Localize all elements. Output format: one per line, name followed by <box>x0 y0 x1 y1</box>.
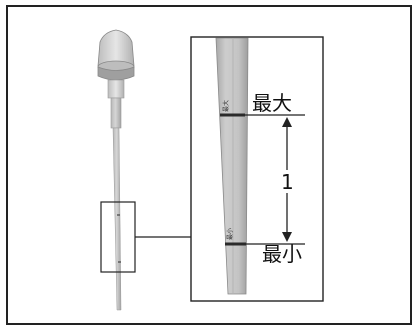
stick-min-mark-text: 最小 <box>226 228 234 240</box>
measurement-callout-number: 1 <box>281 170 294 194</box>
dipstick-handle <box>97 29 135 129</box>
enlarged-dipstick <box>215 37 249 295</box>
max-level-label: 最大 <box>252 91 292 115</box>
min-level-label: 最小 <box>262 242 302 266</box>
dimension-arrow <box>282 117 292 242</box>
detail-zoom-box <box>190 36 324 302</box>
dipstick-shaft <box>112 127 122 311</box>
stick-max-mark-text: 最大 <box>222 100 230 112</box>
